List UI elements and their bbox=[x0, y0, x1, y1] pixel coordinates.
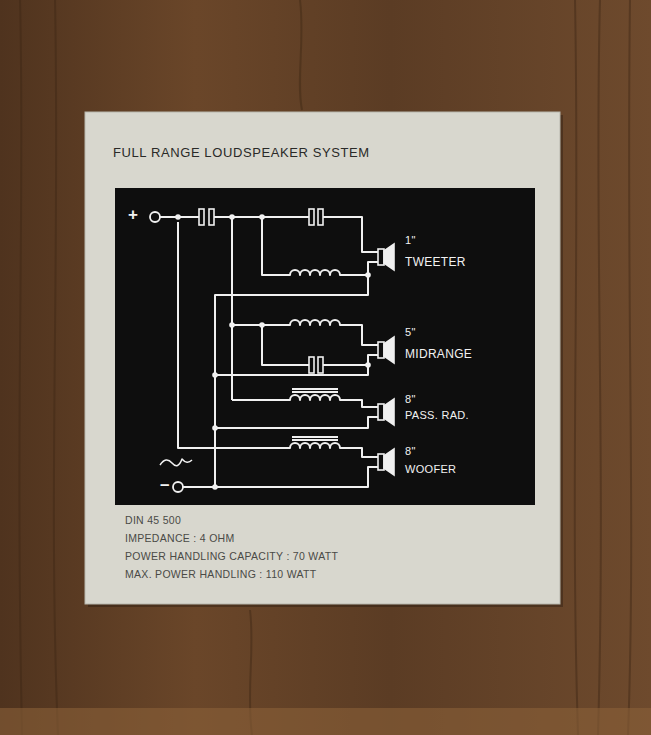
terminal-sign: + bbox=[128, 205, 138, 225]
driver-size: 1" bbox=[405, 234, 416, 247]
label-plate bbox=[85, 112, 560, 604]
spec-line: DIN 45 500 bbox=[125, 514, 181, 526]
wood-grain bbox=[19, 0, 631, 735]
driver-size: 8" bbox=[405, 445, 416, 458]
driver-size: 8" bbox=[405, 393, 416, 406]
crossover-wiring bbox=[160, 217, 378, 487]
spec-line: MAX. POWER HANDLING : 110 WATT bbox=[125, 568, 316, 580]
driver-size: 5" bbox=[405, 326, 416, 339]
driver-name: WOOFER bbox=[405, 463, 456, 476]
schematic-panel bbox=[115, 188, 535, 505]
floor bbox=[0, 708, 651, 735]
junction-dot bbox=[175, 214, 371, 490]
driver-name: PASS. RAD. bbox=[405, 409, 469, 422]
capacitor-symbol bbox=[199, 209, 323, 373]
speaker-symbol bbox=[378, 244, 394, 475]
terminal-sign: – bbox=[160, 475, 170, 495]
terminal bbox=[150, 212, 183, 492]
spec-line: IMPEDANCE : 4 OHM bbox=[125, 532, 235, 544]
label-title: FULL RANGE LOUDSPEAKER SYSTEM bbox=[113, 146, 370, 161]
iron-core bbox=[292, 437, 338, 440]
iron-core bbox=[292, 389, 338, 392]
spec-line: POWER HANDLING CAPACITY : 70 WATT bbox=[125, 550, 338, 562]
marker-scribble bbox=[160, 459, 192, 466]
driver-name: MIDRANGE bbox=[405, 348, 472, 362]
driver-name: TWEETER bbox=[405, 256, 466, 270]
